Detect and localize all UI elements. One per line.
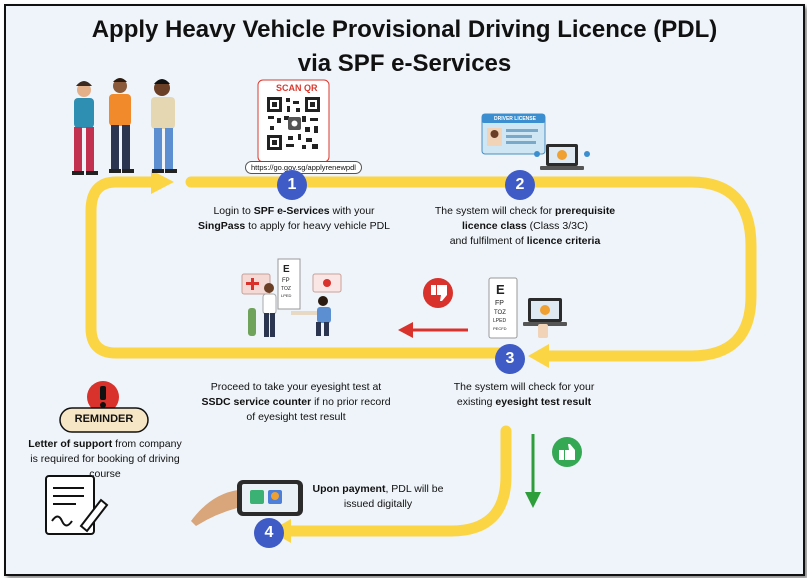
page-title: Apply Heavy Vehicle Provisional Driving …	[6, 16, 803, 44]
step-2-text: The system will check for prerequisite l…	[425, 204, 625, 249]
flow-arrowhead-step3	[528, 344, 549, 368]
svg-text:TOZ: TOZ	[494, 310, 506, 316]
license-card-label: DRIVER LICENSE	[494, 116, 536, 122]
step-1-text: Login to SPF e-Services with your SingPa…	[194, 204, 394, 234]
svg-text:FP: FP	[495, 300, 504, 307]
phone-payment-icon	[191, 480, 303, 526]
eye-test-icon: E FP TOZ LPED	[242, 259, 341, 337]
reminder-badge: REMINDER	[66, 413, 142, 425]
step-2-badge: 2	[505, 170, 535, 200]
eye-chart-icon: E FP TOZ LPED PECFD	[489, 278, 567, 338]
thumbs-up-icon	[552, 437, 582, 467]
svg-text:LPED: LPED	[493, 318, 506, 324]
document-sign-icon	[46, 476, 107, 534]
red-arrowhead	[398, 322, 413, 338]
step-4-badge: 4	[254, 518, 284, 548]
people-icon	[72, 78, 177, 175]
green-arrowhead	[525, 492, 541, 508]
svg-text:E: E	[283, 264, 290, 275]
flow-arrowhead-start	[151, 170, 174, 194]
step-3-text: The system will check for your existing …	[424, 380, 624, 410]
infographic: E FP TOZ LPED E FP TOZ LPED PECFD	[4, 4, 805, 576]
step-1-badge: 1	[277, 170, 307, 200]
step-3-badge: 3	[495, 344, 525, 374]
svg-text:LPED: LPED	[281, 293, 292, 298]
reminder-text: Letter of support from company is requir…	[20, 437, 190, 482]
eyesight-test-text: Proceed to take your eyesight test at SS…	[186, 380, 406, 425]
svg-text:TOZ: TOZ	[281, 286, 291, 292]
thumbs-down-icon	[423, 278, 453, 308]
svg-text:E: E	[496, 282, 505, 297]
svg-text:FP: FP	[282, 278, 290, 284]
scan-qr-label: SCAN QR	[276, 83, 318, 93]
page-subtitle: via SPF e-Services	[6, 50, 803, 78]
flow-path-bottom	[288, 431, 506, 531]
svg-text:PECFD: PECFD	[493, 326, 507, 331]
step-4-text: Upon payment, PDL will be issued digital…	[298, 482, 458, 512]
qr-url[interactable]: https://go.gov.sg/applyrenewpdl	[245, 161, 362, 174]
